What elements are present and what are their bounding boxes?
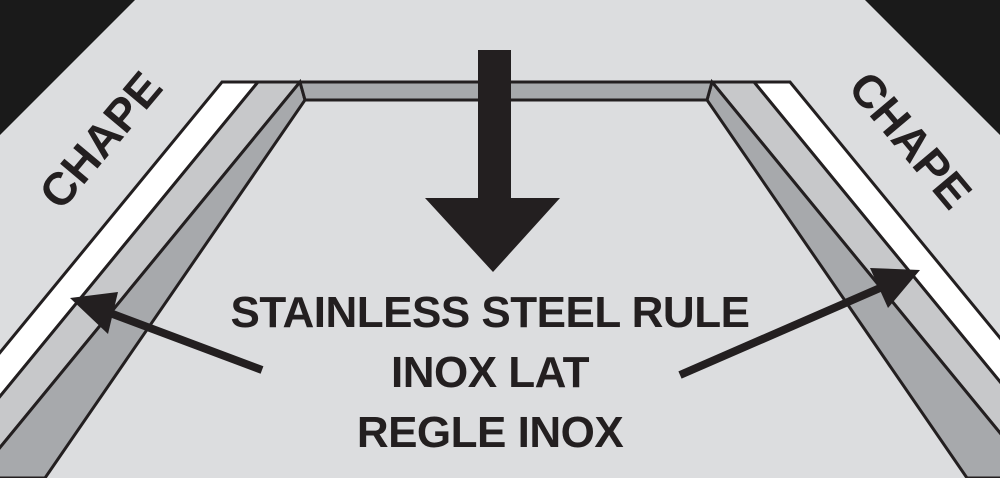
left-rail [0,78,307,478]
corner-background-right [865,0,1000,135]
label-regle-inox: REGLE INOX [356,408,624,457]
right-pointer-arrow-icon [678,268,920,379]
left-pointer-arrow-icon [70,292,264,374]
corner-background-left [0,0,135,135]
down-arrow-icon [425,50,560,272]
label-stainless-steel-rule: STAINLESS STEEL RULE [230,288,750,337]
label-inox-lat: INOX LAT [390,348,590,397]
right-rail [705,78,1000,478]
